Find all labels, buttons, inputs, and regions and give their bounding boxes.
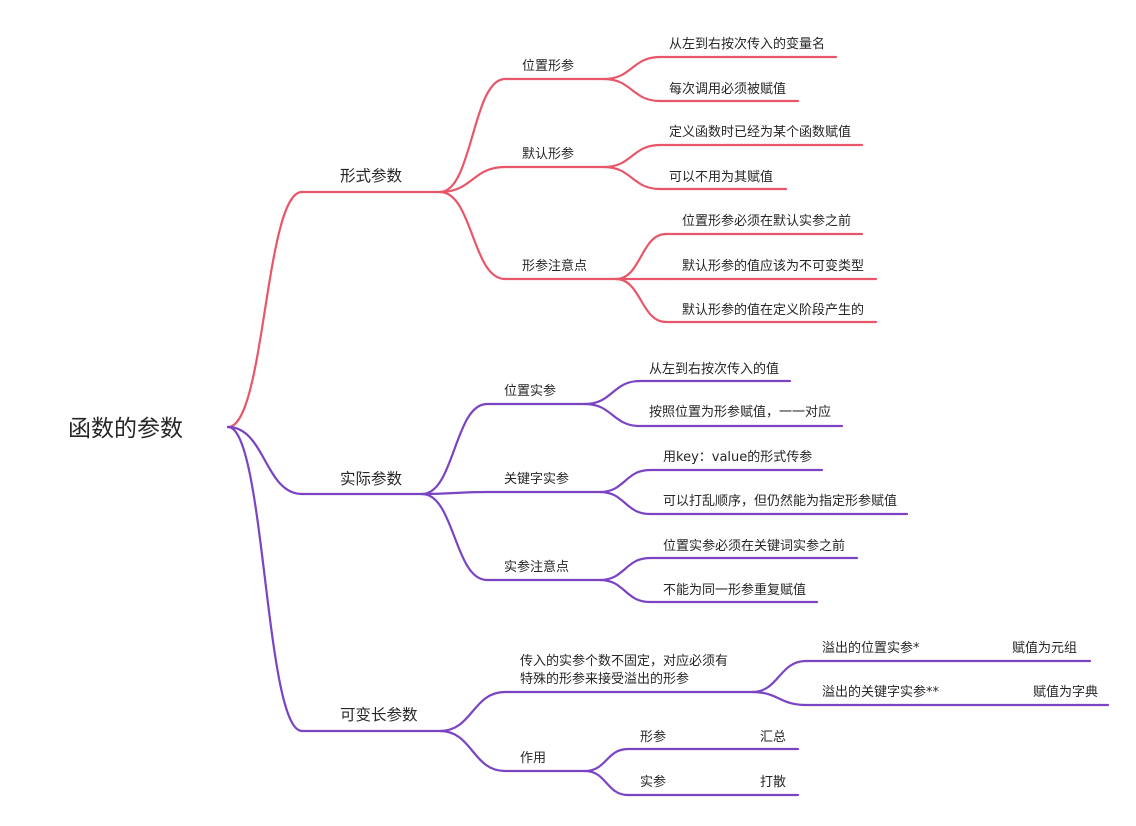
node-formal-notes[interactable]: 形参注意点 — [522, 258, 587, 274]
node-positional-formal[interactable]: 位置形参 — [522, 58, 574, 74]
node-purpose-actual[interactable]: 实参 — [640, 774, 666, 790]
edge-actual-keyword — [420, 490, 489, 496]
edge-formal-notes — [438, 190, 507, 281]
edge-positional-actual-1 — [583, 379, 642, 406]
branch-actual-params[interactable]: 实际参数 — [340, 470, 403, 488]
node-positional-actual[interactable]: 位置实参 — [504, 383, 556, 399]
edge-actual-notes — [420, 492, 489, 582]
node-varlen-desc-line2[interactable]: 特殊的形参来接受溢出的形参 — [520, 671, 689, 687]
leaf-actual-notes-1[interactable]: 位置实参必须在关键词实参之前 — [663, 538, 845, 554]
edge-purpose-formal — [583, 747, 630, 773]
branch-formal-params[interactable]: 形式参数 — [340, 167, 403, 185]
edge-varlen-desc — [438, 690, 507, 733]
leaf-unpack[interactable]: 打散 — [760, 775, 786, 790]
edge-formal-positional — [438, 77, 507, 194]
leaf-positional-actual-2[interactable]: 按照位置为形参赋值，一一对应 — [649, 404, 831, 420]
edge-purpose-actual — [583, 769, 630, 797]
leaf-actual-notes-2[interactable]: 不能为同一形参重复赋值 — [663, 582, 806, 598]
edge-actual-positional — [420, 402, 489, 496]
leaf-formal-notes-2[interactable]: 默认形参的值应该为不可变类型 — [682, 258, 864, 274]
branch-varlen-params[interactable]: 可变长参数 — [340, 706, 418, 724]
leaf-default-formal-1[interactable]: 定义函数时已经为某个函数赋值 — [669, 124, 851, 140]
edge-default-formal-2 — [602, 165, 662, 191]
edge-desc-overflow-keyword — [750, 690, 808, 707]
node-keyword-actual[interactable]: 关键字实参 — [504, 471, 569, 487]
edge-keyword-actual-1 — [598, 468, 652, 494]
edge-default-formal-1 — [602, 143, 662, 169]
node-default-formal[interactable]: 默认形参 — [522, 146, 574, 162]
leaf-summarize[interactable]: 汇总 — [760, 730, 786, 745]
leaf-positional-actual-1[interactable]: 从左到右按次传入的值 — [649, 361, 779, 377]
node-overflow-positional[interactable]: 溢出的位置实参* — [822, 640, 920, 656]
edge-formal-notes-1 — [614, 232, 668, 281]
leaf-positional-formal-2[interactable]: 每次调用必须被赋值 — [669, 81, 786, 97]
edge-formal-notes-3 — [614, 277, 668, 324]
edge-varlen-purpose — [438, 729, 507, 773]
leaf-assign-tuple[interactable]: 赋值为元组 — [1012, 640, 1077, 656]
leaf-assign-dict[interactable]: 赋值为字典 — [1033, 684, 1098, 700]
leaf-keyword-actual-2[interactable]: 可以打乱顺序，但仍然能为指定形参赋值 — [663, 493, 897, 509]
edge-root-formal — [226, 190, 304, 429]
edge-desc-overflow-positional — [750, 659, 808, 694]
edge-actual-notes-2 — [598, 578, 652, 604]
edge-positional-formal-2 — [602, 77, 662, 103]
edge-positional-actual-2 — [583, 402, 642, 428]
edge-actual-notes-1 — [598, 556, 652, 582]
leaf-keyword-actual-1[interactable]: 用key：value的形式传参 — [663, 449, 812, 465]
node-actual-notes[interactable]: 实参注意点 — [504, 559, 569, 575]
root-topic[interactable]: 函数的参数 — [68, 416, 183, 442]
leaf-formal-notes-1[interactable]: 位置形参必须在默认实参之前 — [682, 213, 851, 229]
edge-root-varlen — [226, 425, 304, 733]
edge-formal-default — [438, 165, 507, 194]
node-purpose[interactable]: 作用 — [520, 751, 546, 766]
edge-keyword-actual-2 — [598, 490, 652, 516]
edge-positional-formal-1 — [602, 55, 662, 81]
node-purpose-formal[interactable]: 形参 — [640, 729, 666, 745]
leaf-positional-formal-1[interactable]: 从左到右按次传入的变量名 — [669, 36, 825, 52]
node-overflow-keyword[interactable]: 溢出的关键字实参** — [822, 684, 940, 700]
edge-root-actual — [226, 425, 304, 496]
leaf-default-formal-2[interactable]: 可以不用为其赋值 — [669, 169, 773, 185]
leaf-formal-notes-3[interactable]: 默认形参的值在定义阶段产生的 — [682, 302, 864, 318]
node-varlen-desc-line1[interactable]: 传入的实参个数不固定，对应必须有 — [520, 653, 728, 669]
